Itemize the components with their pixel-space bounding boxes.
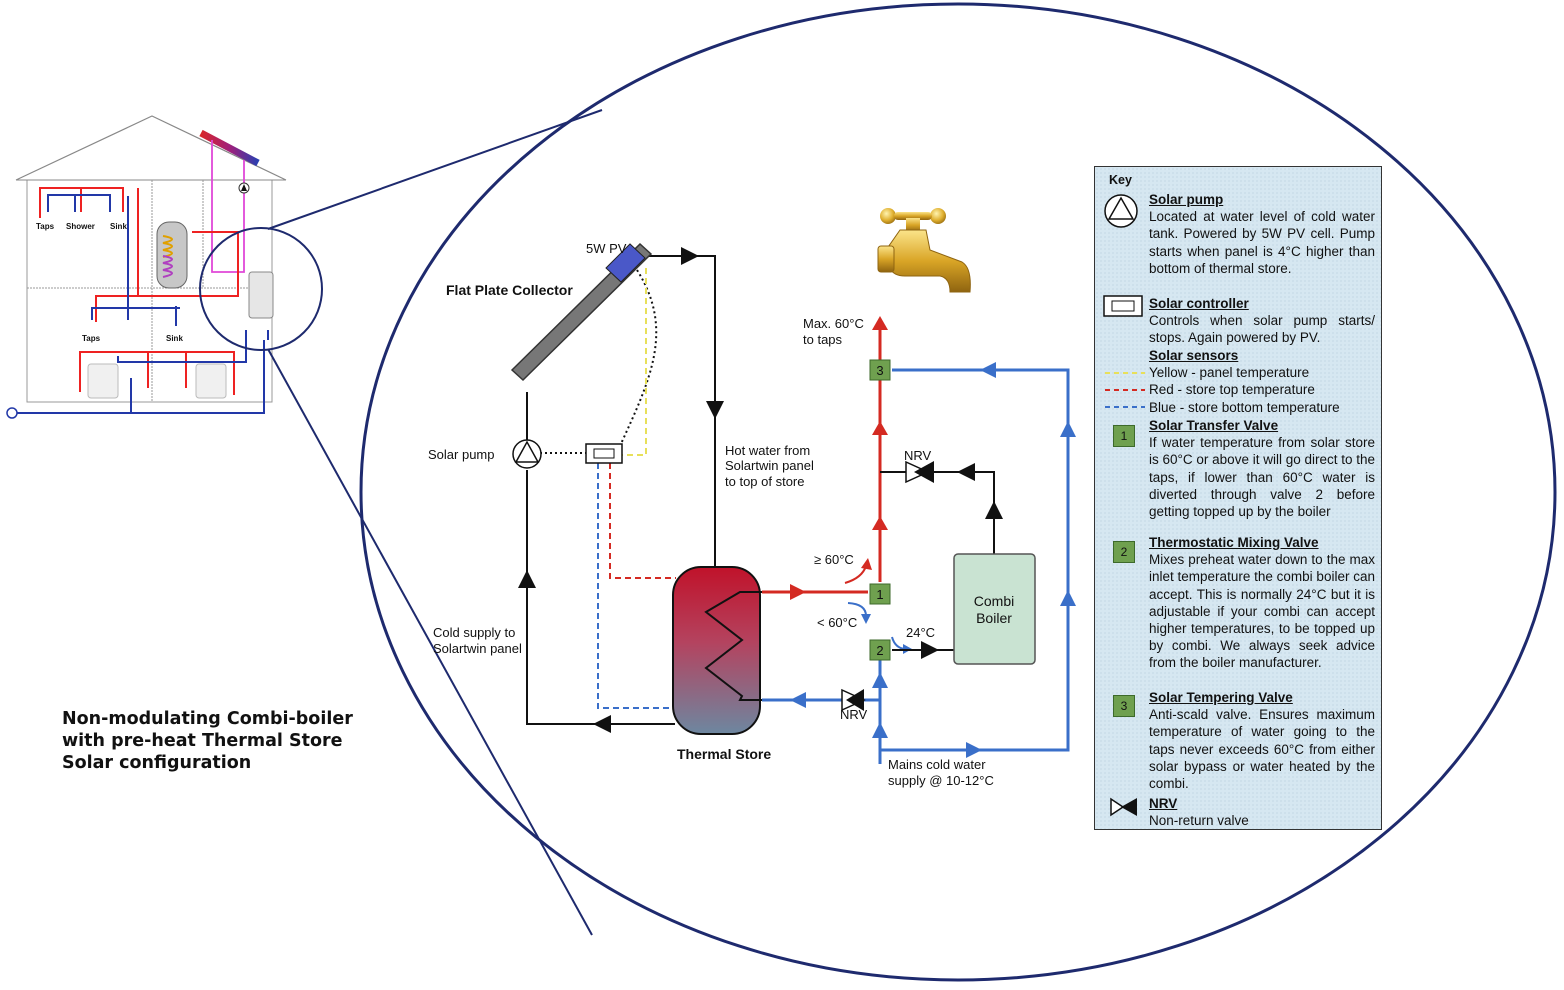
red-sensor-line [609, 463, 676, 579]
key-solar-controller: Solar controller Controls when solar pum… [1149, 295, 1375, 347]
key-solar-controller-text: Controls when solar pump starts/ stops. … [1149, 313, 1375, 346]
hot-water-label-3: to top of store [725, 474, 805, 489]
house-walls [26, 179, 273, 403]
key-sensor-blue: Blue - store bottom temperature [1149, 399, 1340, 415]
caption-line-3: Solar configuration [62, 753, 252, 773]
valve-3: 3 [869, 359, 891, 381]
key-nrv-heading: NRV [1149, 796, 1178, 811]
key-controller-icon [1103, 295, 1143, 317]
svg-text:3: 3 [876, 363, 883, 378]
thermal-store-label: Thermal Store [677, 746, 771, 762]
key-valve3-icon: 3 [1113, 695, 1135, 717]
coil-icon [704, 591, 762, 701]
house-combi-boiler [248, 271, 274, 319]
key-valve2-text: Mixes preheat water down to the max inle… [1149, 552, 1375, 671]
combi-label-1: Combi [974, 593, 1014, 609]
house-label-shower: Shower [66, 222, 95, 231]
house-label-taps-lower: Taps [82, 334, 101, 343]
key-valve3-text: Anti-scald valve. Ensures maximum temper… [1149, 707, 1375, 792]
valve-2: 2 [869, 639, 891, 661]
mains-label-1: Mains cold water [888, 757, 986, 772]
svg-text:2: 2 [876, 643, 883, 658]
house-label-sink-lower: Sink [166, 334, 183, 343]
key-valve1: Solar Transfer Valve If water temperatur… [1149, 417, 1375, 520]
radiator-right [195, 363, 227, 399]
lt60-label: < 60°C [817, 615, 857, 630]
pv-cell [605, 243, 646, 283]
key-solar-sensors: Solar sensors Yellow - panel temperature… [1149, 347, 1375, 416]
key-valve3-heading: Solar Tempering Valve [1149, 690, 1293, 705]
hot-water-label-1: Hot water from [725, 443, 810, 458]
key-solar-sensors-heading: Solar sensors [1149, 348, 1239, 363]
cold-pipework [762, 362, 1076, 764]
zoom-line-bottom [267, 348, 593, 936]
caption-line-2: with pre-heat Thermal Store [62, 731, 343, 751]
key-solar-pump-text: Located at water level of cold water tan… [1149, 209, 1375, 276]
house-solar-loop [211, 140, 245, 273]
caption-line-1: Non-modulating Combi-boiler [62, 709, 353, 729]
house-cylinder [156, 221, 188, 289]
key-title: Key [1109, 173, 1132, 187]
key-valve1-icon: 1 [1113, 425, 1135, 447]
combi-boiler [953, 553, 1036, 665]
solar-controller-icon [585, 443, 623, 464]
pv-label: 5W PV [586, 241, 627, 256]
cold-supply-label-1: Cold supply to [433, 625, 515, 640]
key-valve1-heading: Solar Transfer Valve [1149, 418, 1279, 433]
key-sensor-yellow: Yellow - panel temperature [1149, 365, 1310, 381]
mains-inlet-icon [6, 407, 18, 419]
zoom-circle [199, 227, 323, 351]
solar-pump-icon [512, 439, 542, 469]
detail-ellipse [359, 2, 1557, 982]
pv-cable [619, 269, 658, 447]
hot-water-label-2: Solartwin panel [725, 458, 814, 473]
caption: Non-modulating Combi-boiler with pre-hea… [62, 708, 382, 774]
key-nrv: NRV Non-return valve [1149, 795, 1375, 829]
key-sensor-red: Red - store top temperature [1149, 382, 1315, 398]
t24-label: 24°C [906, 625, 935, 640]
key-solar-pump: Solar pump Located at water level of col… [1149, 191, 1375, 277]
roof-solar-panel [199, 129, 260, 167]
ge60-label: ≥ 60°C [814, 552, 854, 567]
nrv-top-label: NRV [904, 448, 932, 463]
key-solar-controller-heading: Solar controller [1149, 296, 1249, 311]
nrv-bottom-label: NRV [840, 707, 868, 722]
house-roof [15, 115, 287, 181]
key-nrv-text: Non-return valve [1149, 813, 1249, 829]
key-sensor-lines [1105, 372, 1145, 408]
svg-text:1: 1 [876, 587, 883, 602]
key-valve2-heading: Thermostatic Mixing Valve [1149, 535, 1319, 550]
house-label-taps-upper: Taps [36, 222, 55, 231]
valve-1: 1 [869, 583, 891, 605]
nrv-bottom-icon [841, 688, 866, 712]
max-temp-label-2: to taps [803, 332, 843, 347]
tap-icon [877, 208, 971, 293]
solar-pump-label: Solar pump [428, 447, 494, 462]
solar-loop [518, 247, 724, 733]
zoom-line-top [267, 109, 603, 230]
flat-plate-collector [510, 242, 653, 382]
key-valve2: Thermostatic Mixing Valve Mixes preheat … [1149, 534, 1375, 672]
radiator-left [87, 363, 119, 399]
blue-sensor-line [597, 463, 676, 709]
nrv-top-icon [905, 460, 934, 484]
yellow-sensor-line [622, 268, 647, 456]
key-valve3: Solar Tempering Valve Anti-scald valve. … [1149, 689, 1375, 792]
cold-supply-label-2: Solartwin panel [433, 641, 522, 656]
key-valve1-text: If water temperature from solar store is… [1149, 435, 1376, 520]
house-label-sink-upper: Sink [110, 222, 127, 231]
house-thumbnail: Taps Shower Sink Taps Sink [6, 115, 323, 419]
key-pump-icon [1104, 194, 1138, 228]
key-solar-pump-heading: Solar pump [1149, 192, 1224, 207]
thermal-store [672, 566, 762, 735]
max-temp-label-1: Max. 60°C [803, 316, 864, 331]
collector-label: Flat Plate Collector [446, 282, 573, 298]
key-nrv-icon [1110, 797, 1137, 817]
combi-label-2: Boiler [976, 610, 1012, 626]
key-panel: Key Solar pump Located at water level of… [1094, 166, 1382, 830]
mains-label-2: supply @ 10-12°C [888, 773, 994, 788]
key-valve2-icon: 2 [1113, 541, 1135, 563]
